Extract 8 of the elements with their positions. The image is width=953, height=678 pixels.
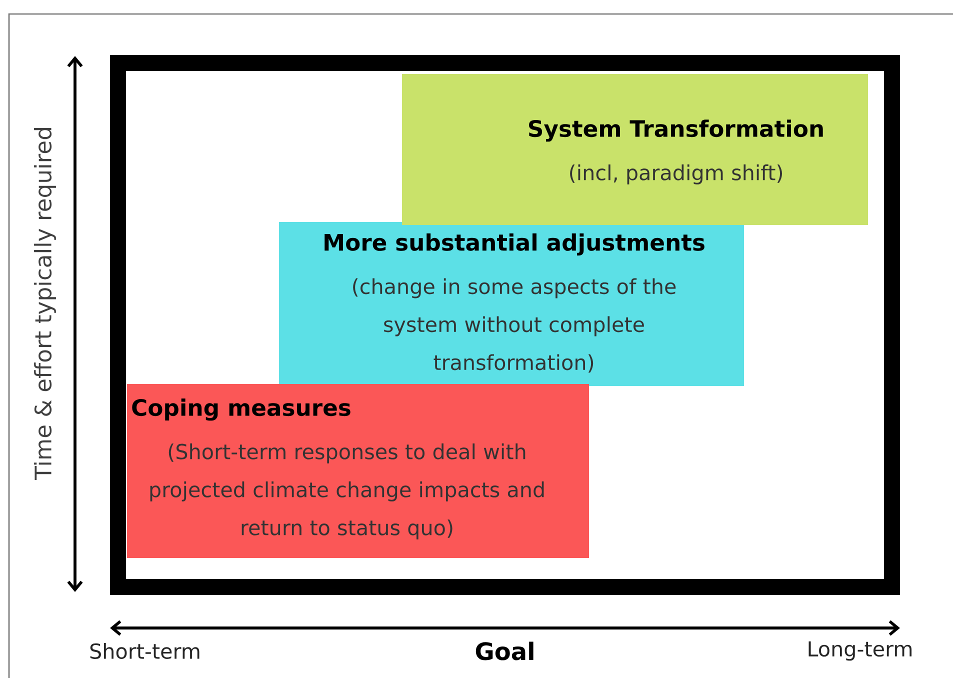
frame-box [110,55,900,595]
category-box: Coping measures (Short-term responses to deal with projected climate change impacts and return to status quo) [127,384,589,558]
axis-label: Long-term [808,641,912,661]
axis-label: Short-term [90,643,200,659]
category-box: More substantial adjustments (change in some aspects of the system without complete transformation) [279,222,744,386]
category-box: System Transformation (incl, paradigm shift) [402,74,868,225]
axis-label: Time & effort typically required [34,128,56,480]
axis-title: Goal [476,642,534,660]
